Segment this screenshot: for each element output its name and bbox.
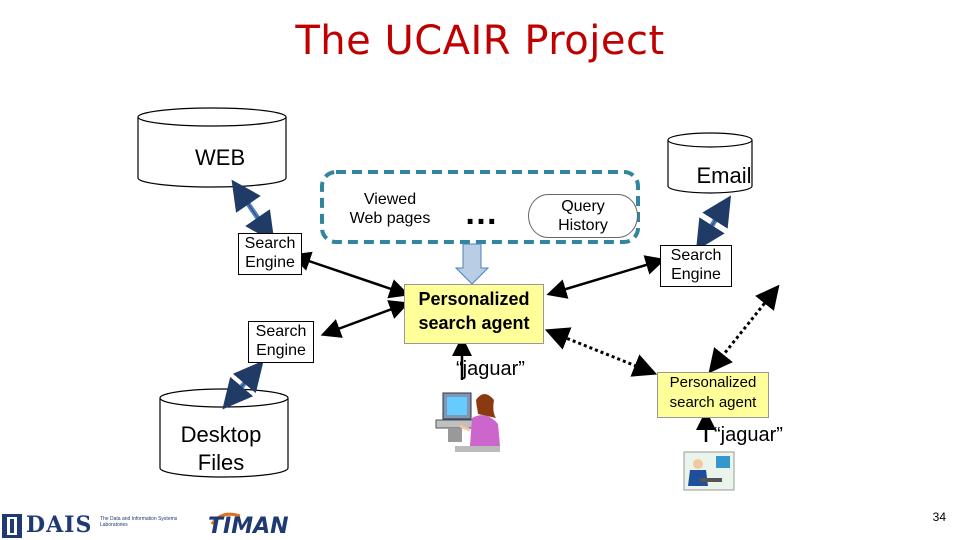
viewed-line1: Viewed (363, 191, 417, 208)
agent-peer-line1: Personalized (669, 374, 757, 391)
agent-peer-line2: search agent (669, 394, 757, 411)
agent-line2: search agent (418, 313, 530, 333)
agent-line1: Personalized (418, 289, 530, 309)
dais-logo-subtitle: The Data and Information Systems Laborat… (100, 516, 178, 528)
search-engine-line2: Engine (671, 266, 721, 283)
desktop-label-line2: Files (197, 450, 245, 475)
timan-logo-swoosh (210, 512, 241, 525)
desktop-label-line1: Desktop (180, 422, 262, 447)
search-engine-desktop: Search Engine (248, 321, 314, 363)
slide-title: The UCAIR Project (295, 18, 665, 64)
timan-logo-text: TIMAN (208, 514, 289, 539)
page-number: 34 (932, 510, 946, 524)
personalized-agent-peer: Personalized search agent (657, 372, 769, 418)
black-arrows (290, 251, 666, 338)
search-engine-line2: Engine (256, 342, 306, 359)
query-text-peer: “jaguar” (714, 424, 783, 446)
query-line1: Query (561, 198, 605, 215)
desktop-files-label: Desktop Files (166, 421, 276, 477)
search-engine-line1: Search (255, 323, 307, 340)
search-engine-line2: Engine (245, 254, 295, 271)
history-ellipsis: … (464, 194, 498, 232)
email-label: Email (696, 163, 752, 188)
user-woman-icon (435, 392, 500, 452)
search-engine-web: Search Engine (238, 233, 302, 275)
history-container (320, 170, 640, 244)
query-text-main: “jaguar” (456, 358, 525, 380)
email-cylinder (667, 132, 753, 194)
web-cylinder (137, 107, 287, 188)
dais-logo-text: DAIS (26, 512, 93, 538)
blue-arrow-outlines (231, 191, 724, 399)
viewed-line2: Web pages (349, 210, 431, 227)
search-engine-line1: Search (244, 235, 296, 252)
viewed-web-pages-label: Viewed Web pages (340, 190, 440, 228)
query-line2: History (558, 217, 608, 234)
university-logo (2, 514, 22, 538)
history-to-agent-arrow (454, 243, 490, 285)
query-arrows (452, 336, 716, 442)
web-label: WEB (195, 145, 246, 170)
query-history-box: Query History (528, 194, 638, 238)
dotted-arrows (544, 284, 780, 377)
personalized-agent-main: Personalized search agent (404, 284, 544, 344)
user-man-icon (683, 451, 735, 491)
search-engine-email: Search Engine (660, 245, 732, 287)
search-engine-line1: Search (670, 247, 722, 264)
